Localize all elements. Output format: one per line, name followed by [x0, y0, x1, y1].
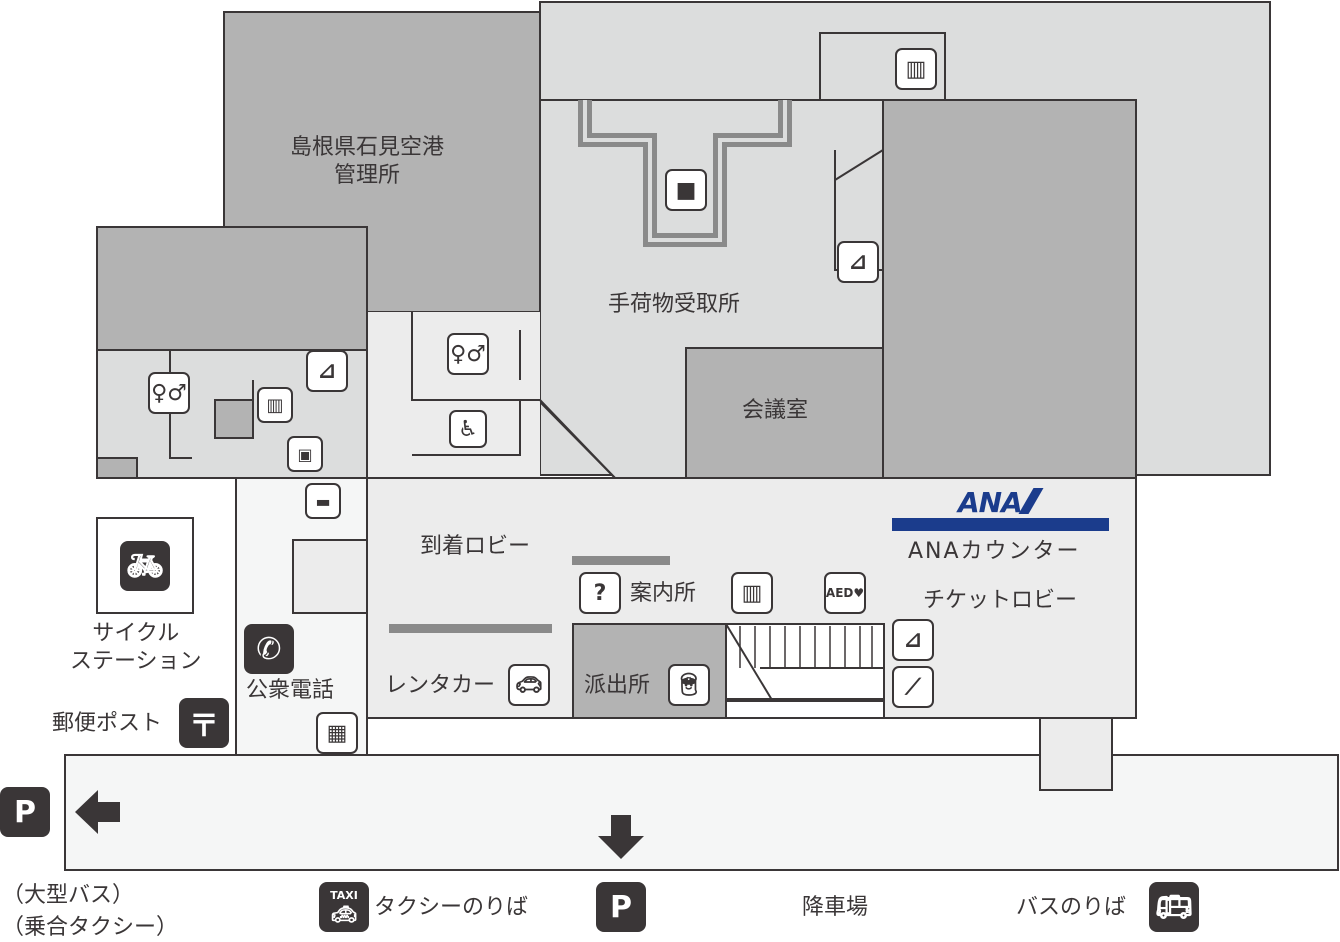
locker-icon: ▣	[287, 436, 323, 472]
drop-off-label: 降車場	[802, 895, 869, 920]
bus-stop-label: バスのりば	[1016, 895, 1127, 920]
ana-counter-bar	[892, 518, 1109, 531]
arrow-left-icon	[75, 790, 120, 834]
shared-taxi-label: （乗合タクシー）	[2, 915, 179, 940]
stairs-block	[725, 623, 885, 719]
rental-car-icon: 🚗︎	[508, 664, 550, 706]
bus-icon: 🚌︎	[1149, 882, 1199, 932]
toilet-icon: ♀♂	[447, 333, 489, 375]
large-bus-label: （大型バス）	[2, 883, 135, 908]
road	[64, 754, 1339, 871]
phone-icon: ✆	[244, 624, 294, 674]
elevator-icon: ▥	[895, 48, 937, 90]
aed-icon: AED♥	[824, 572, 866, 614]
taxi-icon: TAXI🚕︎	[319, 882, 369, 932]
ana-counter-label: ANAカウンター	[908, 539, 1081, 564]
taxi-badge: TAXI	[330, 888, 358, 902]
ana-logo: ANA	[958, 486, 1023, 519]
baggage-icon: ■	[665, 169, 707, 211]
entrance-vestibule	[1039, 717, 1113, 791]
bicycle-icon: 🚲︎	[120, 541, 170, 591]
baggage-claim-label: 手荷物受取所	[608, 292, 741, 317]
arrow-down-icon	[598, 815, 644, 859]
rental-car-label: レンタカー	[385, 673, 496, 698]
storage	[214, 399, 254, 439]
information-label: 案内所	[630, 581, 697, 606]
information-icon: ?	[579, 572, 621, 614]
escalator-icon: ⟋	[892, 666, 934, 708]
meeting-room-label: 会議室	[742, 398, 809, 423]
cycle-station-label: サイクルステーション	[70, 621, 202, 674]
smoking-icon: ▬	[305, 483, 341, 519]
parking-icon: P	[0, 787, 50, 837]
post-box-label: 郵便ポスト	[52, 711, 163, 736]
police-box-label: 派出所	[584, 673, 651, 698]
west-walkway	[235, 477, 368, 756]
lobby-bench	[572, 556, 670, 565]
public-phone-label: 公衆電話	[246, 678, 335, 703]
admin-office-label: 島根県石見空港管理所	[290, 135, 445, 188]
post-icon: 〒	[179, 698, 229, 748]
vending-machine-icon: ▦	[316, 712, 358, 754]
windbreak	[292, 539, 368, 614]
elevator-icon: ▥	[257, 387, 293, 423]
stairs-icon: ⊿	[306, 350, 348, 392]
storage	[96, 457, 138, 479]
stairs-icon: ⊿	[892, 619, 934, 661]
right-office-block	[882, 99, 1137, 479]
elevator-icon: ▥	[731, 572, 773, 614]
lobby-bench	[389, 624, 552, 633]
meeting-room-block	[685, 347, 884, 479]
police-icon: 👮︎	[668, 664, 710, 706]
accessible-toilet-icon: ♿	[449, 410, 487, 448]
stairs-icon: ⊿	[837, 241, 879, 283]
parking-icon: P	[596, 882, 646, 932]
ticket-lobby-label: チケットロビー	[923, 588, 1078, 613]
taxi-stand-label: タクシーのりば	[374, 895, 529, 920]
arrival-lobby-label: 到着ロビー	[420, 534, 531, 559]
toilet-icon: ♀♂	[148, 372, 190, 414]
